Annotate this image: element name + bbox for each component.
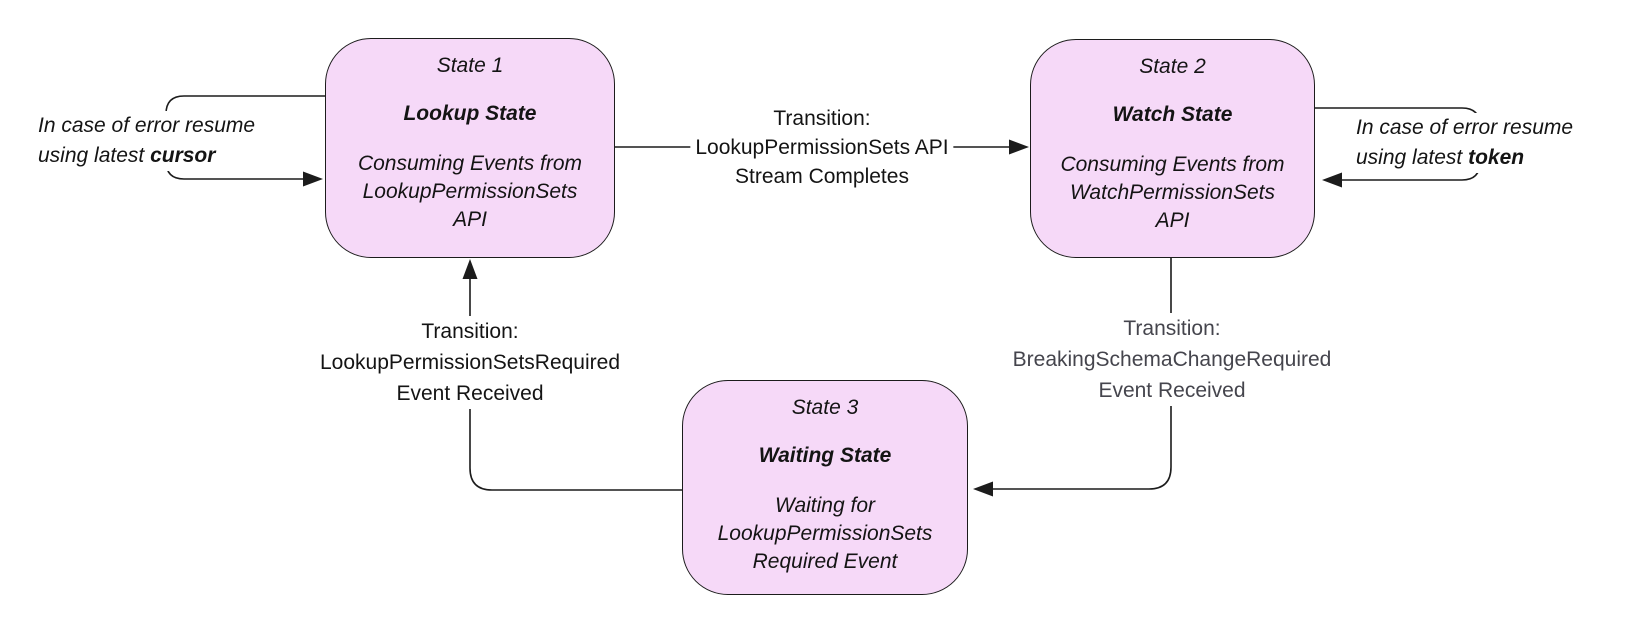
state-title: State 1 <box>436 54 504 77</box>
state-name: Watch State <box>1112 103 1233 126</box>
transition-label-line: Event Received <box>396 382 544 405</box>
error-loop-keyword: cursor <box>150 144 216 167</box>
transition-label-line: Transition: <box>773 107 871 130</box>
transition-label-line: Transition: <box>1123 317 1221 340</box>
error-loop-line: In case of error resume <box>1356 116 1574 139</box>
edge-s2-to-s3 <box>982 258 1172 490</box>
transition-label-line: LookupPermissionSetsRequired <box>320 351 620 374</box>
error-loop-line-prefix: using latest <box>38 144 151 167</box>
state-name: Lookup State <box>403 102 537 125</box>
transition-label-line: BreakingSchemaChangeRequired <box>1012 348 1332 371</box>
error-loop-label-token: In case of error resume using latest tok… <box>1356 113 1574 173</box>
edge-s3-to-s1 <box>469 268 682 491</box>
arrowhead-self-loop-s2 <box>1322 172 1342 188</box>
state-node-waiting: State 3 Waiting State Waiting for Lookup… <box>682 380 968 595</box>
state-title: State 2 <box>1139 55 1206 78</box>
arrowhead-self-loop-s1 <box>303 171 323 187</box>
transition-label-line: LookupPermissionSets API <box>695 136 949 159</box>
transition-label-s3-to-s1: Transition: LookupPermissionSetsRequired… <box>315 316 625 409</box>
state-name: Waiting State <box>758 444 892 467</box>
arrowhead-s1-to-s2 <box>1009 139 1029 155</box>
error-loop-label-cursor: In case of error resume using latest cur… <box>38 111 256 171</box>
state-node-lookup: State 1 Lookup State Consuming Events fr… <box>325 38 615 258</box>
transition-label-line: Transition: <box>421 320 519 343</box>
state-description: Consuming Events from LookupPermissionSe… <box>357 152 583 231</box>
error-loop-line-prefix: using latest <box>1356 146 1469 169</box>
transition-label-line: Stream Completes <box>735 165 909 188</box>
arrowhead-s2-to-s3 <box>973 481 993 497</box>
transition-label-s2-to-s3: Transition: BreakingSchemaChangeRequired… <box>1007 313 1337 406</box>
arrowhead-s3-to-s1 <box>462 259 478 279</box>
error-loop-keyword: token <box>1468 146 1525 169</box>
state-title: State 3 <box>791 396 859 419</box>
state-description: Consuming Events from WatchPermissionSet… <box>1060 153 1285 232</box>
error-loop-line: In case of error resume <box>38 114 256 137</box>
transition-label-line: Event Received <box>1098 379 1246 402</box>
state-node-watch: State 2 Watch State Consuming Events fro… <box>1030 39 1315 258</box>
state-description: Waiting for LookupPermissionSets Require… <box>717 494 933 573</box>
transition-label-s1-to-s2: Transition: LookupPermissionSets API Str… <box>690 104 954 191</box>
